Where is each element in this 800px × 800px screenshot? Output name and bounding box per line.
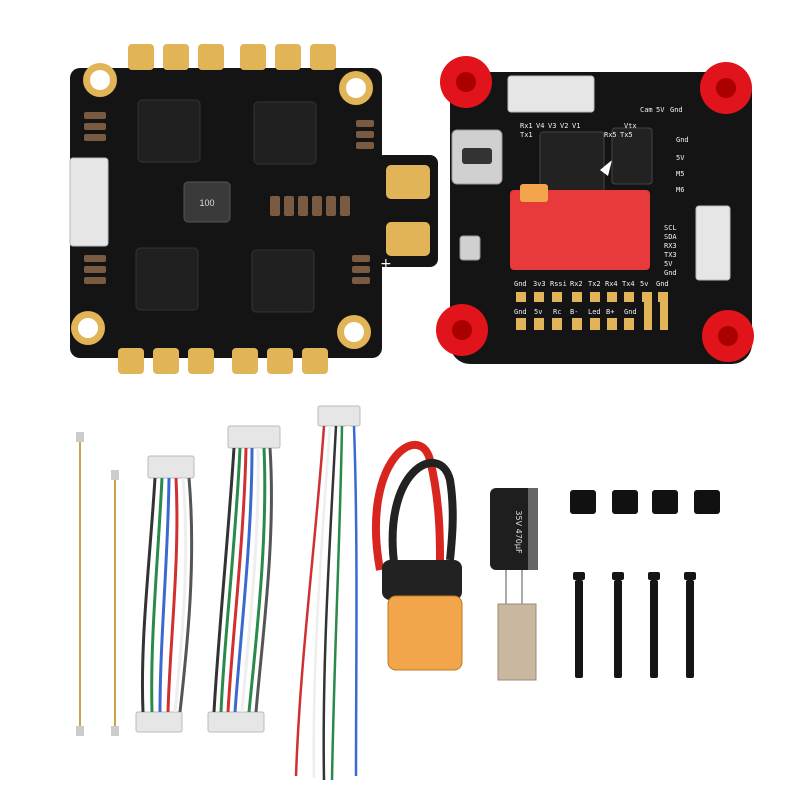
- silk-label: V3: [548, 122, 556, 130]
- mosfet-chips: [135, 99, 317, 313]
- screws: [573, 572, 696, 678]
- xt60-power-lead: [371, 440, 463, 671]
- fc-right-top-labels: Gnd 5V M5 M6: [676, 136, 689, 194]
- red-module: [510, 190, 650, 270]
- silk-label: TX3: [664, 251, 677, 259]
- motor-pads-top: [128, 44, 336, 70]
- silk-label: SCL: [664, 224, 677, 232]
- xt-connector-body: [387, 595, 463, 671]
- silk-label: M5: [676, 170, 684, 178]
- fc-top-labels: Rx1 Tx1 V4 V3 V2 V1 Vtx Rx5 Tx5 Cam Gnd …: [520, 106, 683, 139]
- rubber-grommets: [570, 490, 720, 514]
- silk-label: Cam: [640, 106, 653, 114]
- silk-label: Tx4: [622, 280, 635, 288]
- red-standoffs: [436, 56, 754, 362]
- silk-label: Gnd: [514, 280, 527, 288]
- battery-pad-negative: [386, 165, 430, 199]
- silk-label: 3v3: [533, 280, 546, 288]
- silk-label: Led: [588, 308, 601, 316]
- silk-label: 5V: [676, 154, 685, 162]
- silk-label: Rx2: [570, 280, 583, 288]
- silk-label: V2: [560, 122, 568, 130]
- fc-right-connector: [695, 205, 731, 281]
- silk-label: M6: [676, 186, 684, 194]
- silk-label: Gnd: [664, 269, 677, 277]
- silk-label: Gnd: [656, 280, 669, 288]
- flight-controller-board: Rx1 Tx1 V4 V3 V2 V1 Vtx Rx5 Tx5 Cam Gnd …: [436, 56, 754, 364]
- silk-label: 5V: [656, 106, 665, 114]
- fc-top-connector: [507, 75, 595, 113]
- silk-label: Rx1: [520, 122, 533, 130]
- fc-right-i2c-labels: SCL SDA RX3 TX3 5V Gnd: [664, 224, 677, 277]
- silk-label: Tx5: [620, 131, 633, 139]
- connector-cable-8pin: [207, 425, 281, 733]
- silk-label: Rx4: [605, 280, 618, 288]
- connector-cable-loose: [294, 405, 361, 781]
- silk-label: Rx5: [604, 131, 617, 139]
- esc-board: +: [69, 44, 438, 374]
- silk-label: Vtx: [624, 122, 637, 130]
- silk-label: 5v: [640, 280, 648, 288]
- silk-label: Tx2: [588, 280, 601, 288]
- battery-pad-positive: [386, 222, 430, 256]
- silk-label: 5v: [534, 308, 542, 316]
- silk-label: SDA: [664, 233, 677, 241]
- esc-mounting-holes: [71, 63, 373, 349]
- silk-label: V4: [536, 122, 544, 130]
- silk-label: Tx1: [520, 131, 533, 139]
- silk-label: B+: [606, 308, 614, 316]
- silk-label: V1: [572, 122, 580, 130]
- silk-label: Gnd: [624, 308, 637, 316]
- antenna-wires: [76, 432, 119, 736]
- silk-label: Gnd: [676, 136, 689, 144]
- silk-label: Gnd: [514, 308, 527, 316]
- inductor: 100: [183, 181, 231, 223]
- silk-label: RX3: [664, 242, 677, 250]
- motor-pads-bottom: [118, 348, 328, 374]
- fc-bottom-row1-labels: Gnd 3v3 Rssi Rx2 Tx2 Rx4 Tx4 5v Gnd: [514, 280, 669, 288]
- silk-label: 5V: [664, 260, 673, 268]
- inductor-code: 100: [199, 198, 214, 208]
- silk-label: B-: [570, 308, 578, 316]
- silk-label: Rc: [553, 308, 561, 316]
- mcu-chip: [539, 131, 605, 193]
- capacitor: 35V 470µF: [490, 488, 538, 681]
- capacitor-marking: 35V 470µF: [514, 510, 523, 554]
- connector-cable-6pin: [135, 455, 195, 733]
- fc-bottom-row2-labels: Gnd 5v Rc B- Led B+ Gnd: [514, 308, 637, 316]
- svg-text:+: +: [380, 256, 392, 272]
- esc-signal-connector: [69, 157, 109, 247]
- silk-label: Gnd: [670, 106, 683, 114]
- silk-label: Rssi: [550, 280, 567, 288]
